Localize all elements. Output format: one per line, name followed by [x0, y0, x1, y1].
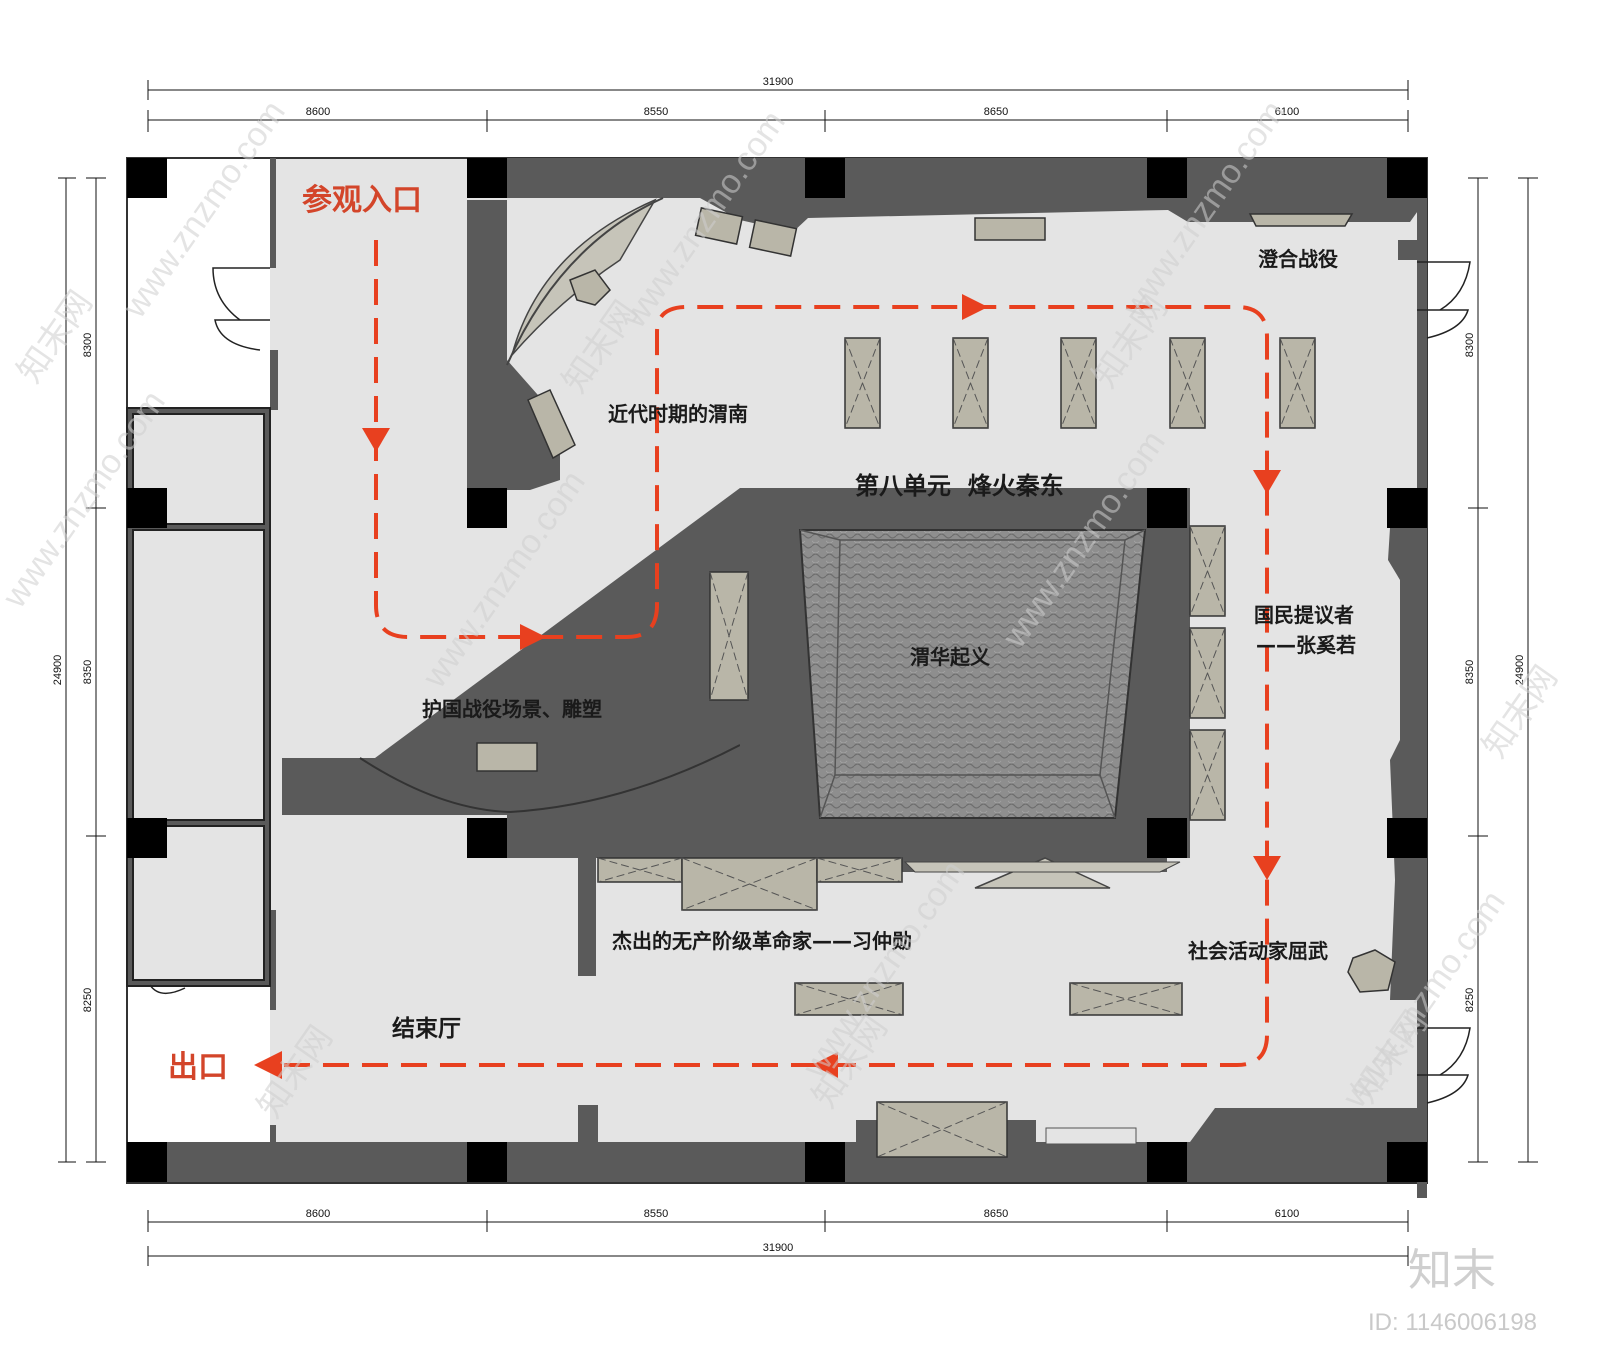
label-ending-hall: 结束厅: [392, 1016, 461, 1042]
partition-xi: [578, 858, 596, 976]
dim-left-seg-2: 8350: [82, 660, 94, 684]
dim-top-seg-2: 8550: [644, 106, 668, 118]
dim-right-total: 24900: [1514, 655, 1526, 686]
label-zhang-xiruo-line1: 国民提议者: [1254, 603, 1354, 627]
ramp-display: [903, 861, 1181, 873]
label-weihua-uprising: 渭华起义: [910, 645, 990, 669]
image-id: ID: 1146006198: [1368, 1309, 1537, 1336]
label-huguo-campaign: 护国战役场景、雕塑: [422, 697, 602, 721]
dim-left-seg-3: 8250: [82, 988, 94, 1012]
dimension-right: [1468, 177, 1538, 1163]
doors: [149, 261, 1471, 1104]
label-chenghe-campaign: 澄合战役: [1258, 247, 1338, 271]
dim-bottom-total: 31900: [763, 1242, 794, 1254]
brand-logo: 知末: [1408, 1245, 1496, 1296]
curved-wall-arc: [506, 197, 664, 366]
dimension-top: [147, 80, 1409, 132]
rotunda-arc: [359, 744, 741, 814]
dim-bottom-seg-1: 8600: [306, 1208, 330, 1220]
dim-left-seg-1: 8300: [82, 333, 94, 357]
columns: [127, 158, 1427, 1182]
side-rooms: [126, 407, 271, 987]
exit-label: 出口: [168, 1050, 228, 1085]
watermark-site: www.znzmo.com: [115, 94, 293, 326]
route-arrows: [254, 294, 1281, 1079]
entrance-partition: [467, 200, 507, 490]
dim-left-total: 24900: [52, 655, 64, 686]
label-modern-weinan: 近代时期的渭南: [608, 402, 748, 426]
visitor-route: [268, 240, 1269, 1067]
exterior-walls: [127, 158, 1427, 1198]
dim-right-seg-2: 8350: [1464, 660, 1476, 684]
dim-right-seg-3: 8250: [1464, 988, 1476, 1012]
showcase-crosses: [597, 337, 1316, 1158]
label-zhang-xiruo-line2: ——张奚若: [1256, 633, 1356, 657]
label-xi-zhongxun: 杰出的无产阶级革命家——习仲勋: [612, 929, 912, 953]
dim-bottom-seg-2: 8550: [644, 1208, 668, 1220]
dimension-left: [58, 177, 106, 1163]
dim-right-seg-1: 8300: [1464, 333, 1476, 357]
dim-top-total: 31900: [763, 76, 794, 88]
dimension-bottom: [147, 1210, 1409, 1266]
triangle-display: [974, 857, 1111, 889]
dim-top-seg-3: 8650: [984, 106, 1008, 118]
label-qu-wu: 社会活动家屈武: [1187, 939, 1328, 963]
dim-top-seg-1: 8600: [306, 106, 330, 118]
dim-top-seg-4: 6100: [1275, 106, 1299, 118]
entrance-label: 参观入口: [302, 183, 422, 218]
label-unit-eight: 第八单元 烽火秦东: [855, 472, 1064, 500]
rotunda-floor: [282, 745, 740, 808]
dim-bottom-seg-3: 8650: [984, 1208, 1008, 1220]
dim-bottom-seg-4: 6100: [1275, 1208, 1299, 1220]
